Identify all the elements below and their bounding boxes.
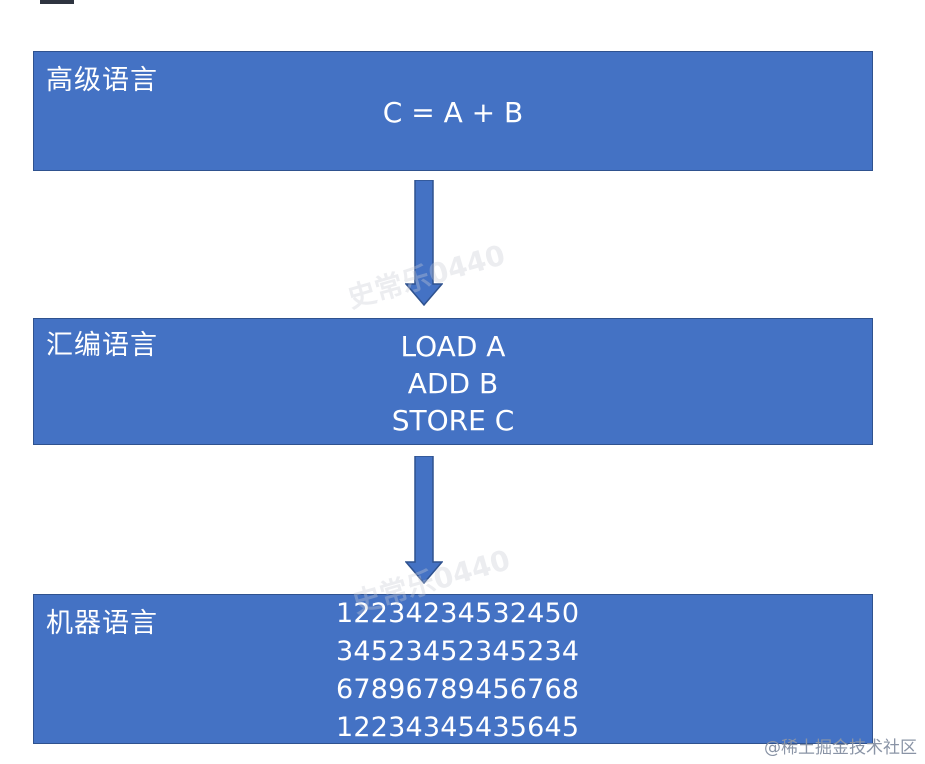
stage-title: 机器语言 — [46, 608, 158, 639]
code-line: 67896789456768 — [336, 674, 580, 705]
stage-code: 12234234532450 34523452345234 6789678945… — [336, 595, 580, 747]
code-line: ADD B — [407, 367, 499, 400]
stage-box-machine-language: 机器语言 12234234532450 34523452345234 67896… — [33, 594, 873, 744]
stage-title: 高级语言 — [46, 65, 158, 96]
code-line: STORE C — [391, 404, 515, 437]
code-line: C = A + B — [382, 96, 524, 129]
top-edge-mark — [40, 0, 74, 4]
stage-box-assembly-language: 汇编语言 LOAD A ADD B STORE C — [33, 318, 873, 445]
stage-code: LOAD A ADD B STORE C — [34, 328, 872, 439]
stage-box-high-level-language: 高级语言 C = A + B — [33, 51, 873, 171]
credit-text: @稀土掘金技术社区 — [764, 738, 917, 758]
code-line: LOAD A — [400, 330, 506, 363]
code-line: 12234345435645 — [336, 712, 580, 743]
stage-code: C = A + B — [34, 94, 872, 132]
down-arrow-icon — [405, 180, 443, 306]
down-arrow-icon — [405, 456, 443, 584]
code-line: 12234234532450 — [336, 598, 580, 629]
stage-title: 汇编语言 — [46, 330, 158, 361]
code-line: 34523452345234 — [336, 636, 580, 667]
